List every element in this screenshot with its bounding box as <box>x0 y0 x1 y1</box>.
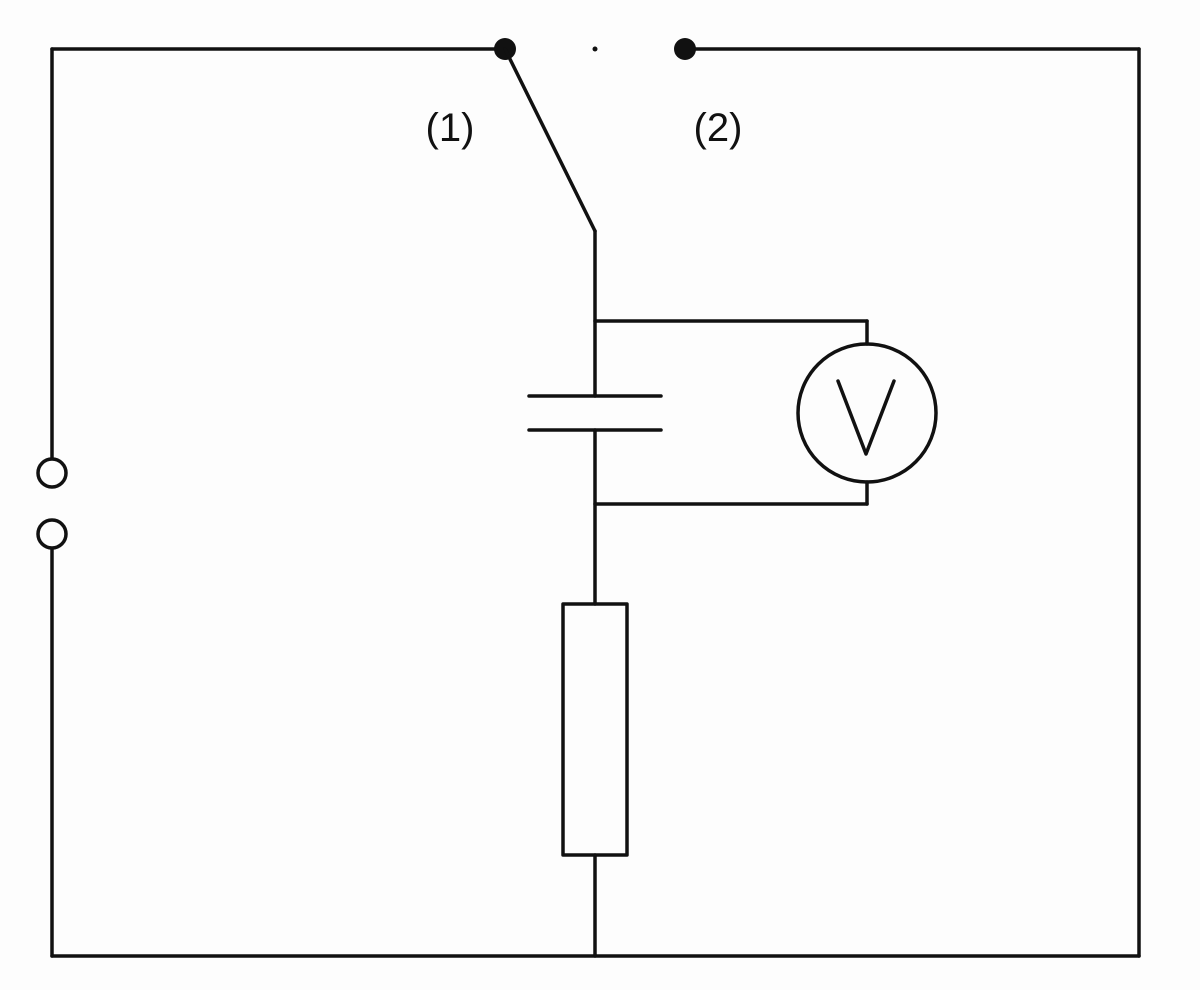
terminal-upper <box>36 457 68 489</box>
capacitor <box>527 394 663 432</box>
voltmeter-branch <box>593 319 869 506</box>
switch-midpoint-dot <box>592 46 598 52</box>
switch-position-1-label: (1) <box>426 106 475 150</box>
resistor <box>561 602 629 857</box>
switch-position-2-label: (2) <box>694 106 743 150</box>
terminal-lower <box>36 518 68 550</box>
outer-wires <box>50 47 1141 958</box>
voltmeter <box>796 342 938 484</box>
voltmeter-circle <box>796 342 938 484</box>
resistor-body <box>561 602 629 857</box>
switch-blade <box>503 47 597 233</box>
source-terminals <box>36 457 68 550</box>
voltmeter-v-symbol <box>836 379 896 456</box>
switch-contact-2 <box>674 38 696 60</box>
switch: (1) (2) <box>426 38 743 233</box>
